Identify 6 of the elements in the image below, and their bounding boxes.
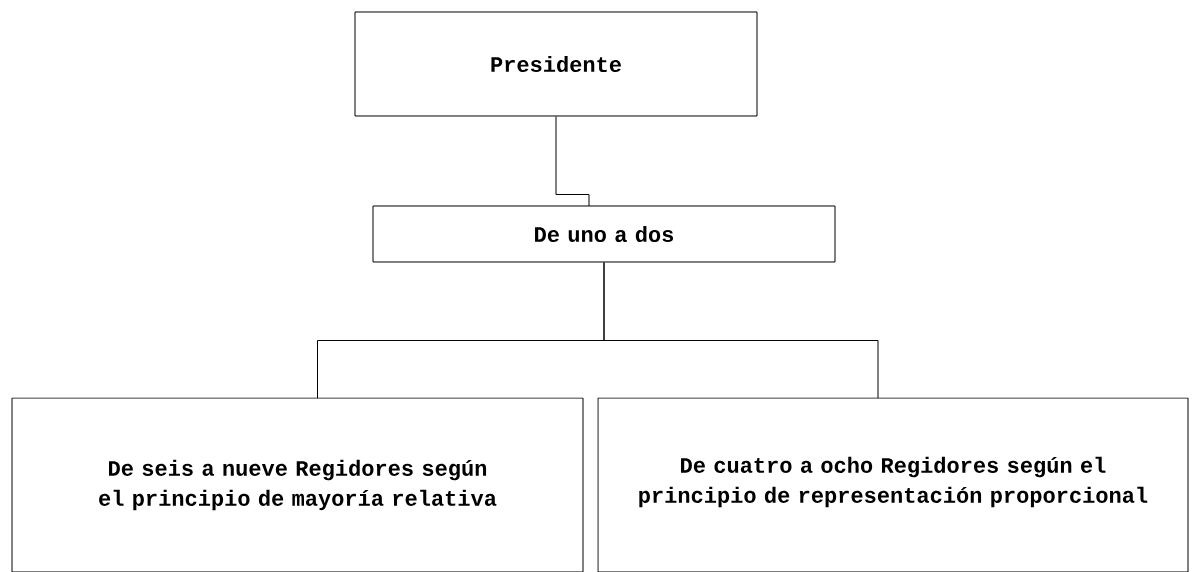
org-box: De cuatro a ocho Regidores según el principio de representación proporcional — [597, 397, 1189, 572]
org-box: De seis a nueve Regidores según el principio de mayoría relativa — [11, 397, 584, 572]
org-box: De uno a dos — [372, 205, 836, 263]
org-box: Presidente — [354, 11, 758, 117]
connector-line — [555, 116, 590, 207]
connector-line — [603, 262, 879, 399]
